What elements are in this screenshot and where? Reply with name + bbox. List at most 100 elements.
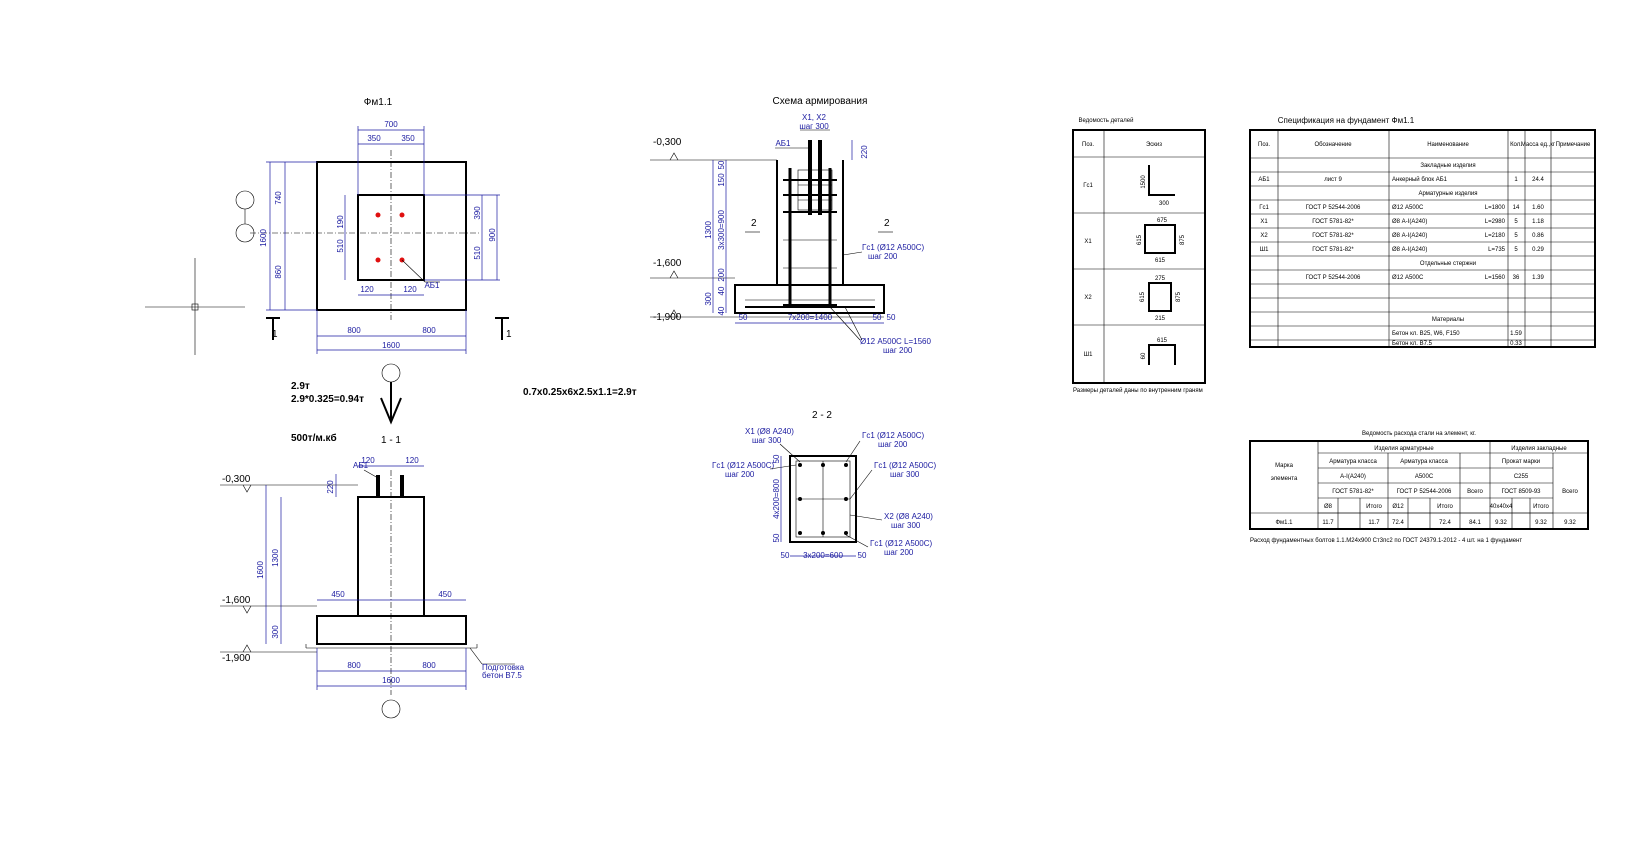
table-cell: 5: [1514, 219, 1518, 225]
table-cell: 5: [1514, 247, 1518, 253]
table-cell: 11.7: [1368, 520, 1380, 526]
load-arrow-head: [380, 397, 402, 425]
dim-text: 120: [360, 285, 374, 294]
rebar-label: Х2 (Ø8 А240): [884, 512, 933, 521]
dim-text: 1600: [259, 229, 268, 247]
rebar-label: Х1 (Ø8 А240): [745, 427, 794, 436]
elevation-marker: [242, 644, 252, 653]
dim-text: 300: [704, 292, 713, 306]
dim-text: 120: [361, 456, 375, 465]
prep-label: бетон В7.5: [482, 671, 522, 680]
table-cell: L=1800: [1485, 205, 1506, 211]
elevation-label: -1,600: [653, 258, 682, 269]
rebar-dot: [844, 531, 848, 535]
table-frame: [1072, 129, 1206, 384]
table-cell: Ø12 А500С: [1392, 205, 1424, 211]
table-cell: L=735: [1488, 247, 1506, 253]
table-cell: ГОСТ 5781-82*: [1312, 247, 1354, 253]
table-cell: 1.39: [1532, 275, 1544, 281]
dim-text: 510: [336, 239, 345, 253]
table-header: Изделия закладные: [1511, 446, 1567, 452]
table-cell: 0.33: [1510, 341, 1522, 347]
dim-text: 50: [887, 313, 896, 322]
table-frame: [1249, 440, 1589, 530]
section-1-1: 1 - 1 АБ1 120 120 -0,300 -1,600 -1,900 1…: [220, 435, 525, 719]
table-cell: 215: [1155, 316, 1166, 322]
rebar-label: шаг 200: [725, 470, 755, 479]
dim-text: 3x300=900: [717, 210, 726, 250]
rebar-dot: [798, 463, 802, 467]
dim-text: 700: [384, 120, 398, 129]
rebar-label: шаг 200: [868, 252, 898, 261]
dim-text: 220: [860, 145, 869, 159]
table-cell: 875: [1180, 234, 1186, 245]
dim-text: 190: [336, 215, 345, 229]
table-header: Арматура класса: [1400, 459, 1448, 465]
table-cell: 615: [1137, 234, 1143, 245]
dim-text: 510: [473, 246, 482, 260]
note-text: 0.7x0.25x6x2.5x1.1=2.9т: [523, 387, 637, 398]
table-cell: Х1: [1084, 239, 1092, 245]
table-section: Закладные изделия: [1420, 163, 1475, 169]
dim-text: 120: [405, 456, 419, 465]
table-cell: Анкерный блок АБ1: [1392, 176, 1448, 183]
table-cell: Бетон кл. В25, W6, F150: [1392, 331, 1460, 337]
table-header: элемента: [1271, 476, 1298, 482]
dim-text: 50: [739, 313, 748, 322]
section-cut-label: 2: [884, 218, 890, 229]
section-title: 2 - 2: [812, 410, 832, 421]
dim-text: 50: [772, 533, 781, 542]
detail-sketch: [1148, 344, 1176, 365]
rebar-dot: [821, 463, 825, 467]
dim-text: 390: [473, 206, 482, 220]
rebar-dot: [798, 531, 802, 535]
dim-text: 50: [772, 454, 781, 463]
rebar-label: шаг 300: [752, 436, 782, 445]
table-cell: 14: [1513, 205, 1520, 211]
elevation-label: -1,600: [222, 595, 251, 606]
rebar-label: шаг 300: [799, 122, 829, 131]
table-cell: 72.4: [1392, 520, 1404, 526]
leader-line: [769, 464, 797, 470]
table-cell: 1.18: [1532, 219, 1544, 225]
dim-text: 350: [401, 134, 415, 143]
table-cell: 24.4: [1532, 177, 1544, 183]
rebar-label: Гс1 (Ø12 А500С): [862, 431, 924, 440]
table-cell: Ø12 А500С: [1392, 275, 1424, 281]
table-header: Наименование: [1427, 142, 1469, 148]
steel-table: Ведомость расхода стали на элемент, кг. …: [1249, 431, 1589, 544]
table-cell: 5: [1514, 233, 1518, 239]
table-header: Поз.: [1258, 142, 1270, 148]
section-cut-label: 1: [506, 329, 512, 340]
elevation-marker: [242, 605, 252, 614]
elevation-marker: [669, 309, 679, 318]
elevation-marker: [242, 484, 252, 493]
section-cut-mark: [495, 317, 509, 340]
rebar-label: шаг 300: [891, 521, 921, 530]
details-table: Ведомость деталей Поз. Эскиз Гс1 1500 30…: [1072, 117, 1206, 394]
table-header: Поз.: [1082, 142, 1094, 148]
table-cell: Ø8 А-I(А240): [1392, 219, 1427, 225]
rebar-label: шаг 200: [884, 548, 914, 557]
dim-text: 300: [271, 625, 280, 639]
section-label-ab1: АБ1: [353, 461, 369, 470]
dim-text: 800: [347, 661, 361, 670]
dim-text: 50: [873, 313, 882, 322]
table-cell: Бетон кл. В7.5: [1392, 341, 1433, 347]
dim-text: 860: [274, 265, 283, 279]
rebar-dot: [821, 531, 825, 535]
dim-text: 120: [403, 285, 417, 294]
rebar-label: шаг 200: [883, 346, 913, 355]
table-header: Примечание: [1556, 142, 1591, 148]
load-notes: 2.9т 2.9*0.325=0.94т 0.7x0.25x6x2.5x1.1=…: [291, 363, 637, 444]
table-header: Прокат марки: [1502, 459, 1540, 465]
dim-text: 50: [858, 551, 867, 560]
table-header: Эскиз: [1146, 142, 1162, 148]
table-cell: ГОСТ 5781-82*: [1312, 233, 1354, 239]
table-section: Отдельные стержни: [1420, 261, 1476, 267]
table-header: А500С: [1415, 474, 1434, 480]
table-cell: Ш1: [1260, 247, 1269, 253]
table-cell: 84.1: [1469, 520, 1481, 526]
dim-text: 450: [331, 590, 345, 599]
table-cell: 275: [1155, 276, 1166, 282]
